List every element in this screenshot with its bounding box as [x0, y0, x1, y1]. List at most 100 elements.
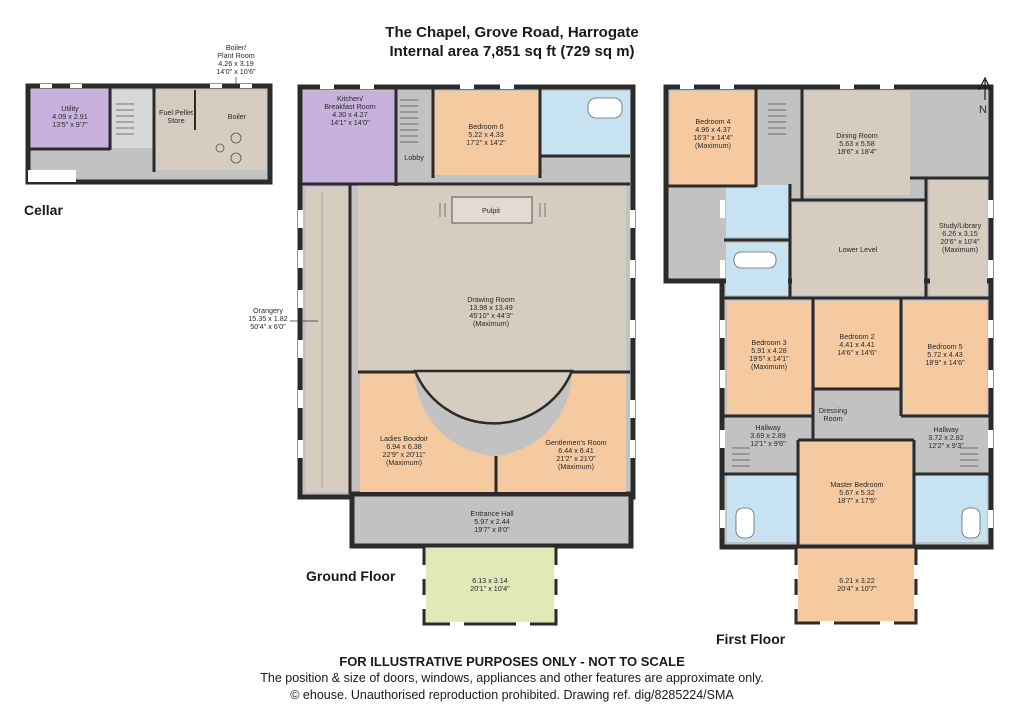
dining-room-name: Dining Room [836, 131, 878, 140]
study-library-note: (Maximum) [942, 245, 978, 254]
bedroom2-metric: 4.41 x 4.41 [839, 340, 875, 349]
pulpit-name: Pulpit [482, 206, 500, 215]
drawing-room-metric: 13.98 x 13.49 [469, 303, 513, 312]
dressing-room-name: Dressing [819, 406, 847, 415]
utility-room [32, 90, 110, 148]
lobby-name: Lobby [404, 153, 424, 162]
master-bedroom-name: Master Bedroom [830, 480, 883, 489]
disclaimer: FOR ILLUSTRATIVE PURPOSES ONLY - NOT TO … [339, 654, 685, 669]
fuel-pellet-name2: Store [167, 116, 184, 125]
utility-metric: 4.09 x 2.91 [52, 112, 88, 121]
hallway-right-metric: 3.72 x 2.82 [928, 433, 964, 442]
boiler-plant-metric: 4.26 x 3.19 [218, 59, 254, 68]
gentlemens-room [496, 372, 626, 492]
hallway-left-metric: 3.69 x 2.89 [750, 431, 786, 440]
drawing-room-imperial: 45'10" x 44'3" [469, 311, 513, 320]
bedroom5-imperial: 18'9" x 14'6" [925, 358, 965, 367]
north-compass: N [978, 76, 992, 116]
orangery-name: Orangery [253, 306, 283, 315]
dressing-room-name2: Room [823, 414, 842, 423]
orangery-imperial: 50'4" x 6'0" [250, 322, 286, 331]
hallway-right-name: Hallway [933, 425, 959, 434]
first-bathroom-2 [726, 243, 788, 295]
utility-name: Utility [61, 104, 79, 113]
ladies-boudoir-room [360, 372, 496, 492]
bedroom-6-room [433, 91, 539, 175]
bedroom5-name: Bedroom 5 [927, 342, 962, 351]
first-floor-label: First Floor [716, 631, 786, 647]
bedroom4-note: (Maximum) [695, 141, 731, 150]
approximate-note: The position & size of doors, windows, a… [260, 671, 764, 685]
internal-area: Internal area 7,851 sq ft (729 sq m) [389, 43, 635, 60]
ground-floor-label: Ground Floor [306, 568, 396, 584]
bedroom6-imperial: 17'2" x 14'2" [466, 138, 506, 147]
gentlemens-room-name: Gentlemen's Room [545, 438, 606, 447]
balcony-metric: 6.21 x 3.22 [839, 576, 875, 585]
master-bedroom-imperial: 18'7" x 17'5" [837, 496, 877, 505]
bedroom6-metric: 5.22 x 4.33 [468, 130, 504, 139]
ladies-boudoir-metric: 6.94 x 6.38 [386, 442, 422, 451]
bedroom5-metric: 5.72 x 4.43 [927, 350, 963, 359]
bedroom3-imperial: 19'5" x 14'1" [749, 354, 789, 363]
copyright-line: © ehouse. Unauthorised reproduction proh… [290, 688, 734, 702]
gentlemens-room-imperial: 21'2" x 21'0" [556, 454, 596, 463]
fuel-pellet-name: Fuel Pellet [159, 108, 193, 117]
kitchen-name: Kitchen/ [337, 94, 363, 103]
bedroom3-name: Bedroom 3 [751, 338, 786, 347]
drawing-room-name: Drawing Room [467, 295, 515, 304]
ladies-boudoir-name: Ladies Boudoir [380, 434, 429, 443]
balcony-imperial: 20'4" x 10'7" [837, 584, 877, 593]
study-library-imperial: 20'6" x 10'4" [940, 237, 980, 246]
cellar-stair-treads [116, 103, 134, 135]
dining-room-imperial: 18'6" x 18'4" [837, 147, 877, 156]
boiler-name: Boiler [228, 112, 247, 121]
hallway-right-imperial: 12'2" x 9'3" [928, 441, 964, 450]
utility-imperial: 13'5" x 9'7" [52, 120, 88, 129]
first-floor-plan: Bedroom 4 4.96 x 4.37 16'3" x 14'4" (Max… [663, 84, 994, 626]
gentlemens-room-metric: 6.44 x 6.41 [558, 446, 594, 455]
bedroom3-metric: 5.91 x 4.28 [751, 346, 787, 355]
bedroom-3-room [727, 301, 811, 414]
drawing-room-note: (Maximum) [473, 319, 509, 328]
porch-imperial: 20'1" x 10'4" [470, 584, 510, 593]
kitchen-metric: 4.30 x 4.27 [332, 110, 368, 119]
balcony-area [794, 545, 918, 625]
orangery [306, 186, 350, 492]
bedroom-4-room [670, 91, 756, 185]
bedroom3-note: (Maximum) [751, 362, 787, 371]
dining-room [804, 91, 910, 195]
porch-area [422, 544, 558, 626]
boiler-room [155, 90, 266, 170]
gentlemens-room-note: (Maximum) [558, 462, 594, 471]
bedroom6-name: Bedroom 6 [468, 122, 503, 131]
ground-floor-plan: Kitchen/ Breakfast Room 4.30 x 4.27 14'1… [248, 84, 636, 627]
lobby-area [396, 91, 432, 177]
ladies-boudoir-note: (Maximum) [386, 458, 422, 467]
cellar-plan: Utility 4.09 x 2.91 13'5" x 9'7" Fuel Pe… [25, 43, 273, 185]
lower-level-name: Lower Level [839, 245, 878, 254]
hallway-left-imperial: 12'1" x 9'6" [750, 439, 786, 448]
cellar-label: Cellar [24, 202, 63, 218]
master-bedroom-metric: 5.67 x 5.32 [839, 488, 875, 497]
dining-room-metric: 5.63 x 5.58 [839, 139, 875, 148]
master-bedroom-room [800, 441, 912, 543]
porch-metric: 6.13 x 3.14 [472, 576, 508, 585]
bedroom4-metric: 4.96 x 4.37 [695, 125, 731, 134]
kitchen-room [304, 91, 396, 187]
address-title: The Chapel, Grove Road, Harrogate [385, 24, 639, 41]
boiler-plant-name2: Plant Room [217, 51, 255, 60]
compass-label: N [979, 104, 987, 116]
first-bathroom-1 [726, 185, 788, 237]
bedroom4-name: Bedroom 4 [695, 117, 730, 126]
kitchen-name2: Breakfast Room [324, 102, 376, 111]
bedroom-5-room [903, 301, 987, 414]
hallway-left-name: Hallway [755, 423, 781, 432]
study-library-name: Study/Library [939, 221, 982, 230]
orangery-metric: 15.35 x 1.82 [248, 314, 288, 323]
study-library-room [930, 180, 987, 295]
bedroom2-name: Bedroom 2 [839, 332, 874, 341]
entrance-hall-name: Entrance Hall [470, 509, 514, 518]
ladies-boudoir-imperial: 22'9" x 20'11" [383, 450, 426, 459]
kitchen-imperial: 14'1" x 14'0" [330, 118, 370, 127]
